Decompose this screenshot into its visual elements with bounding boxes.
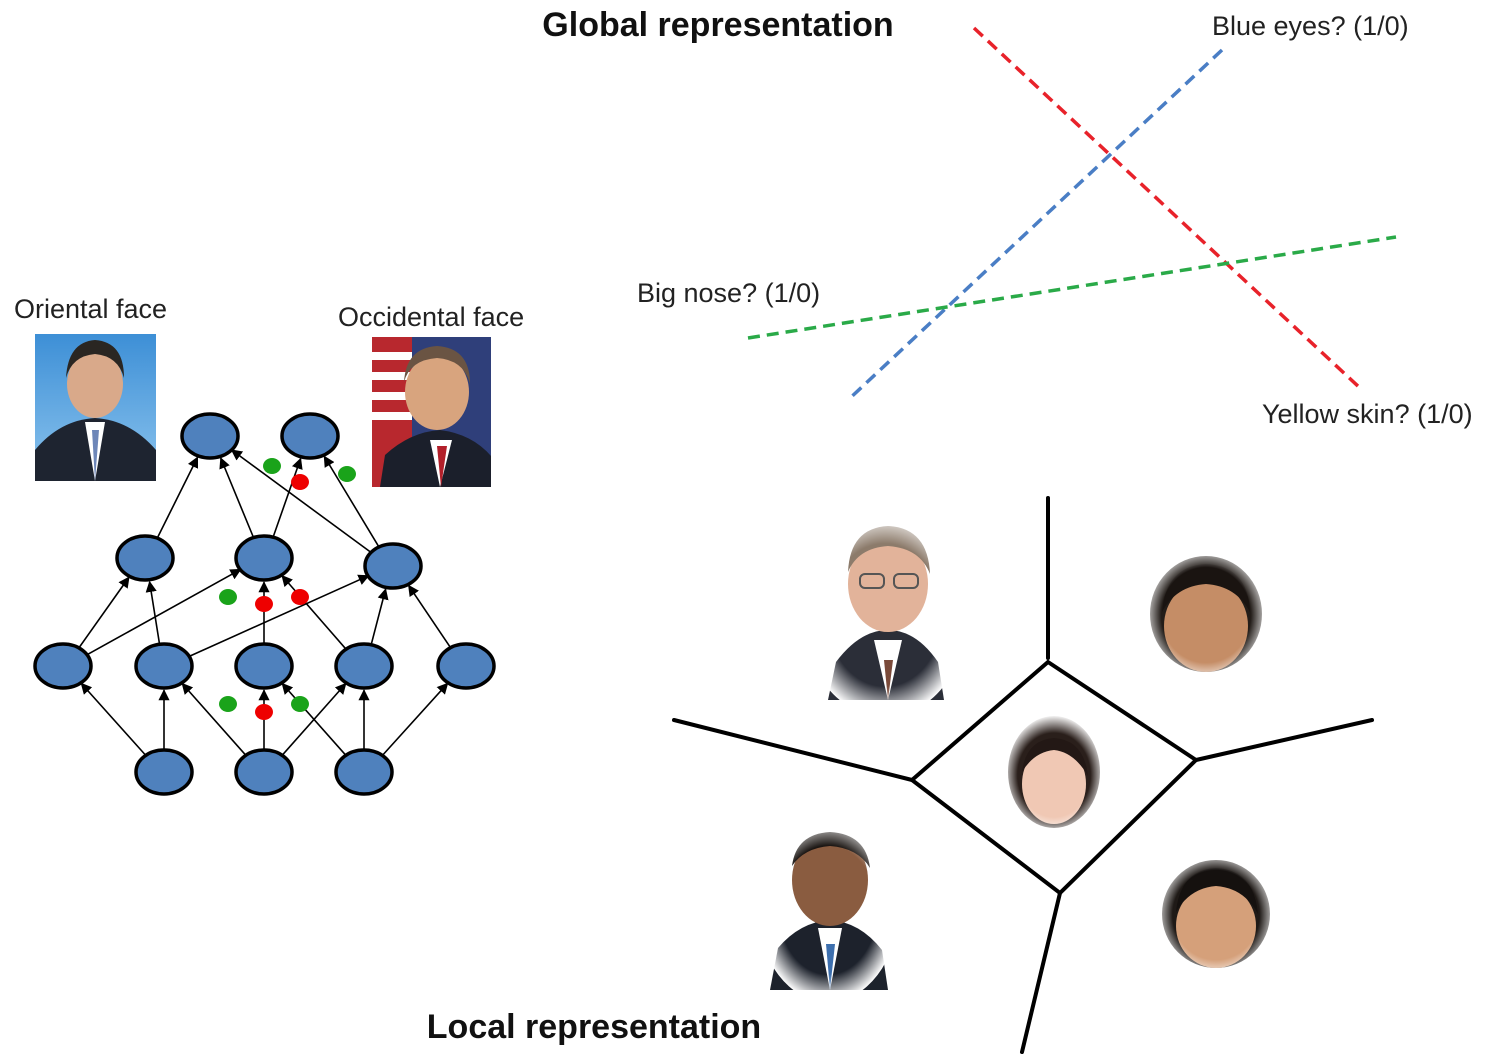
- network-node: [134, 748, 194, 796]
- yellow-skin-label: Yellow skin? (1/0): [1262, 399, 1473, 429]
- network-node: [436, 642, 496, 690]
- oriental-face-photo: [35, 334, 156, 481]
- network-node: [234, 534, 294, 582]
- network-edge: [78, 576, 130, 649]
- network-edge: [381, 682, 449, 756]
- network-edge: [272, 457, 303, 537]
- network-edge: [188, 574, 370, 658]
- oriental-face-label: Oriental face: [14, 294, 167, 324]
- face-top-right: [1142, 547, 1270, 683]
- active-dot-green: [291, 696, 309, 712]
- yellow-skin-line: [972, 26, 1362, 390]
- global-title: Global representation: [542, 6, 893, 44]
- voronoi-cells: [672, 496, 1374, 1054]
- face-bottom-right: [1154, 851, 1278, 979]
- active-dot-red: [291, 589, 309, 605]
- network-node: [234, 748, 294, 796]
- active-dot-green: [219, 696, 237, 712]
- network-edge: [230, 449, 372, 554]
- network-edge: [281, 682, 347, 756]
- active-dot-red: [255, 704, 273, 720]
- active-dot-red: [255, 596, 273, 612]
- network-edge: [281, 574, 347, 650]
- face-top-left: [803, 513, 967, 717]
- network-edge: [219, 457, 254, 538]
- blue-eyes-label: Blue eyes? (1/0): [1212, 11, 1409, 41]
- network-node: [334, 748, 394, 796]
- active-dot-green: [263, 458, 281, 474]
- network-edge: [323, 455, 380, 547]
- occidental-face-photo: [372, 337, 491, 487]
- neural-network: [33, 412, 496, 796]
- occidental-face-label: Occidental face: [338, 302, 524, 332]
- active-dot-green: [219, 589, 237, 605]
- blue-eyes-line: [846, 48, 1224, 402]
- network-edge: [156, 456, 199, 538]
- big-nose-label: Big nose? (1/0): [637, 278, 820, 308]
- network-node: [180, 412, 240, 460]
- network-node: [363, 542, 423, 590]
- network-edge: [408, 584, 451, 648]
- network-node: [134, 642, 194, 690]
- local-title: Local representation: [427, 1008, 761, 1046]
- active-dot-green: [338, 466, 356, 482]
- network-edge: [370, 588, 389, 645]
- network-node: [280, 412, 340, 460]
- network-node: [115, 534, 175, 582]
- face-bottom-left: [758, 818, 898, 1002]
- network-edge: [181, 682, 247, 756]
- network-node: [234, 642, 294, 690]
- network-edge: [80, 682, 147, 756]
- network-node: [334, 642, 394, 690]
- network-edge: [145, 580, 161, 644]
- face-center: [1002, 715, 1106, 835]
- network-node: [33, 642, 93, 690]
- big-nose-line: [747, 235, 1397, 340]
- active-dot-red: [291, 474, 309, 490]
- network-edge: [86, 568, 242, 656]
